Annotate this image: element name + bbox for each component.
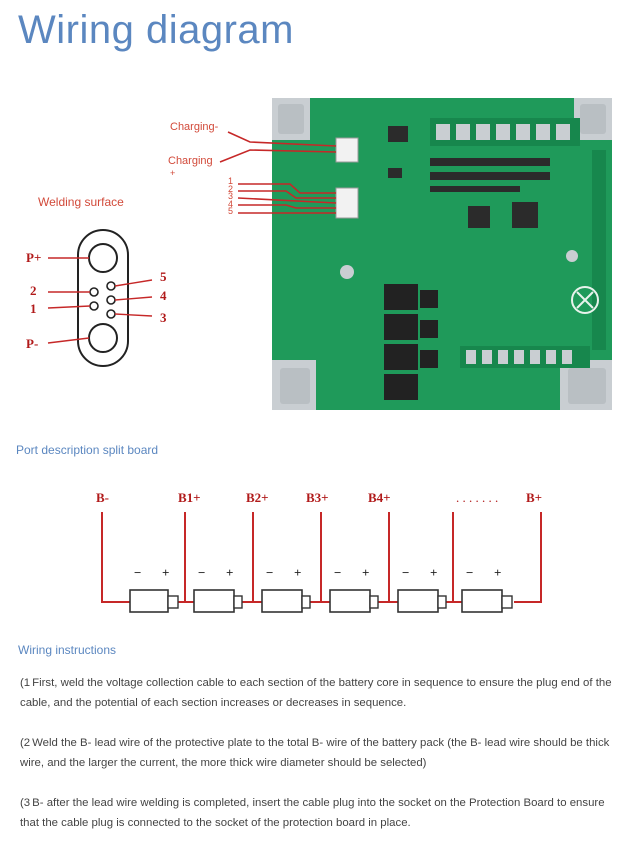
welding-connector [77,229,129,367]
terminal-b-plus: B+ [526,490,543,505]
split-board-label: Port description split board [16,443,159,457]
cell-plus-sign: + [430,565,438,580]
instruction-text-1: First, weld the voltage collection cable… [20,677,612,709]
connector-pin-1: 1 [228,176,234,186]
pin-1-label: 1 [30,301,37,316]
instruction-text-3: B- after the lead wire welding is comple… [20,797,605,829]
wiring-instructions-label: Wiring instructions [18,643,117,657]
p-plus-label: P+ [26,250,42,265]
connector-pin-5: 5 [228,206,234,217]
pin-3-label: 3 [160,310,167,325]
charging-wires [219,131,337,163]
cell-plus-sign: + [162,565,170,580]
charging-positive-sign: + [170,168,176,178]
p-minus-label: P- [26,336,39,351]
cell-plus-sign: + [362,565,370,580]
cell-minus-sign: − [134,565,142,580]
terminal-b-minus: B- [96,490,109,505]
welding-surface-label: Welding surface [38,195,124,209]
cell-minus-sign: − [266,565,274,580]
connector-pin-numbers: 1 2 3 4 5 [228,176,234,217]
connector-pin-2: 2 [228,183,234,194]
cell-minus-sign: − [466,565,474,580]
connector-pin-4: 4 [228,198,234,209]
pin-5-label: 5 [160,269,167,284]
terminal-b1-plus: B1+ [178,490,201,505]
connector-pin-3: 3 [228,191,234,202]
charging-positive-label: Charging [168,155,213,167]
instruction-bullet-3: (3 [20,797,31,809]
protection-board-pcb [272,98,612,410]
instruction-text-2: Weld the B- lead wire of the protective … [20,737,610,769]
split-board-diagram [101,512,542,613]
cell-minus-sign: − [334,565,342,580]
pin-2-label: 2 [30,283,37,298]
cell-minus-sign: − [402,565,410,580]
balance-wires [237,183,337,214]
instruction-bullet-2: (2 [20,737,31,749]
pin-4-label: 4 [160,288,167,303]
instruction-bullet-1: (1 [20,677,31,689]
welding-leader-lines [47,257,153,344]
cell-plus-sign: + [494,565,502,580]
terminal-b4-plus: B4+ [368,490,391,505]
cell-plus-sign: + [294,565,302,580]
charging-negative-label: Charging- [170,121,219,133]
terminal-b3-plus: B3+ [306,490,329,505]
cell-minus-sign: − [198,565,206,580]
cell-plus-sign: + [226,565,234,580]
terminal-ellipsis: . . . . . . . [456,490,499,505]
terminal-b2-plus: B2+ [246,490,269,505]
page-title: Wiring diagram [18,8,294,52]
